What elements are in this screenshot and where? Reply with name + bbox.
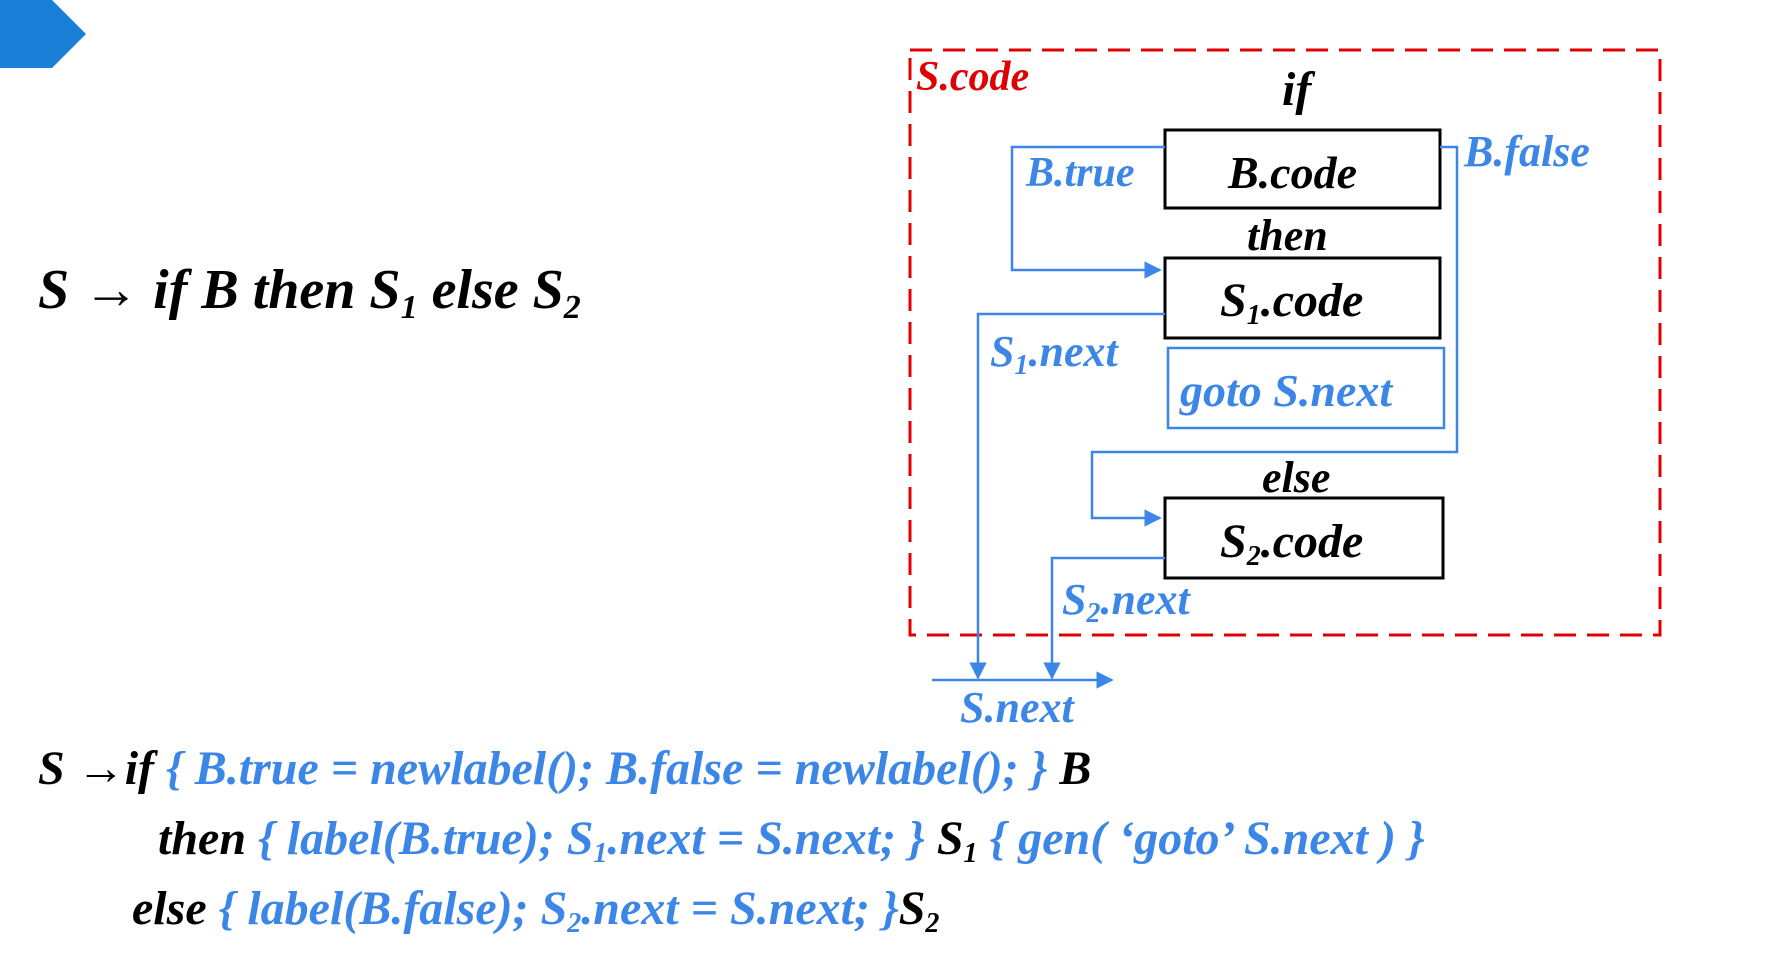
production-sub-2: 2	[563, 289, 581, 326]
s2code-label: S2.code	[1220, 518, 1363, 571]
if-keyword: if	[1282, 63, 1312, 116]
goto-box	[1166, 346, 1446, 430]
scheme-line-1: S →if { B.true = newlabel(); B.false = n…	[38, 745, 1091, 793]
s1next-arrow	[969, 312, 1165, 680]
s2next-sub: 2	[1086, 598, 1101, 629]
scheme-line3-s: S	[898, 882, 926, 935]
bfalse-arrow	[1090, 145, 1459, 527]
production-sub-1: 1	[400, 289, 418, 326]
else-keyword: else	[1262, 453, 1331, 502]
scheme-line3-kw: else	[132, 882, 219, 935]
scheme-line3-sub-1: 2	[567, 908, 582, 939]
s2next-arrow	[1043, 556, 1165, 680]
scode-label: S.code	[916, 54, 1030, 100]
s2code-sub: 2	[1246, 541, 1261, 572]
scheme-line-3: else { label(B.false); S2.next = S.next;…	[132, 885, 939, 938]
corner-tab-icon	[0, 0, 86, 68]
s1code-s: S	[1220, 274, 1247, 327]
scheme-line-2: then { label(B.true); S1.next = S.next; …	[158, 815, 1425, 868]
scheme-line3-action-1: { label(B.false); S	[218, 882, 568, 935]
btrue-arrow	[1010, 145, 1165, 279]
scheme-line3-sub-2: 2	[925, 908, 940, 939]
scheme-line1-kw: S →if	[38, 742, 167, 795]
s2next-label: S2.next	[1062, 578, 1190, 628]
production-mid: else S	[417, 259, 564, 321]
s1code-rest: .code	[1260, 274, 1364, 327]
goto-label: goto S.next	[1180, 365, 1393, 416]
scheme-line2-sub-2: 1	[963, 838, 978, 869]
production-rule: S → if B then S1 else S2	[38, 258, 581, 327]
s1code-sub: 1	[1246, 300, 1261, 331]
scheme-line2-kw: then	[158, 812, 259, 865]
scheme-line2-s: S	[936, 812, 964, 865]
bcode-label: B.code	[1228, 147, 1358, 198]
then-keyword: then	[1247, 211, 1328, 260]
scheme-line2-action-2: .next = S.next; }	[607, 812, 937, 865]
btrue-label: B.true	[1026, 150, 1135, 196]
scheme-line1-end: B	[1059, 742, 1092, 795]
scheme-line3-action-2: .next = S.next; }	[581, 882, 899, 935]
s1next-sub: 1	[1014, 350, 1029, 381]
s1next-s: S	[990, 327, 1015, 376]
scheme-line2-action-1: { label(B.true); S	[258, 812, 594, 865]
snext-label: S.next	[960, 683, 1074, 732]
bfalse-label: B.false	[1464, 127, 1590, 176]
scheme-line2-sub-1: 1	[593, 838, 608, 869]
s2code-rest: .code	[1260, 515, 1364, 568]
s2code-s: S	[1220, 515, 1247, 568]
scode-dashed-box	[908, 48, 1662, 637]
scheme-line2-action-3: { gen( ‘goto’ S.next ) }	[977, 812, 1425, 865]
s2code-box	[1163, 496, 1445, 580]
production-lhs: S → if B then S	[38, 259, 401, 321]
s2next-rest: .next	[1100, 575, 1190, 624]
s1next-label: S1.next	[990, 330, 1118, 380]
bcode-box	[1163, 128, 1442, 210]
s1code-box	[1163, 256, 1442, 340]
s1next-rest: .next	[1028, 327, 1118, 376]
s1code-label: S1.code	[1220, 277, 1363, 330]
scheme-line1-action: { B.true = newlabel(); B.false = newlabe…	[166, 742, 1060, 795]
s2next-s: S	[1062, 575, 1087, 624]
